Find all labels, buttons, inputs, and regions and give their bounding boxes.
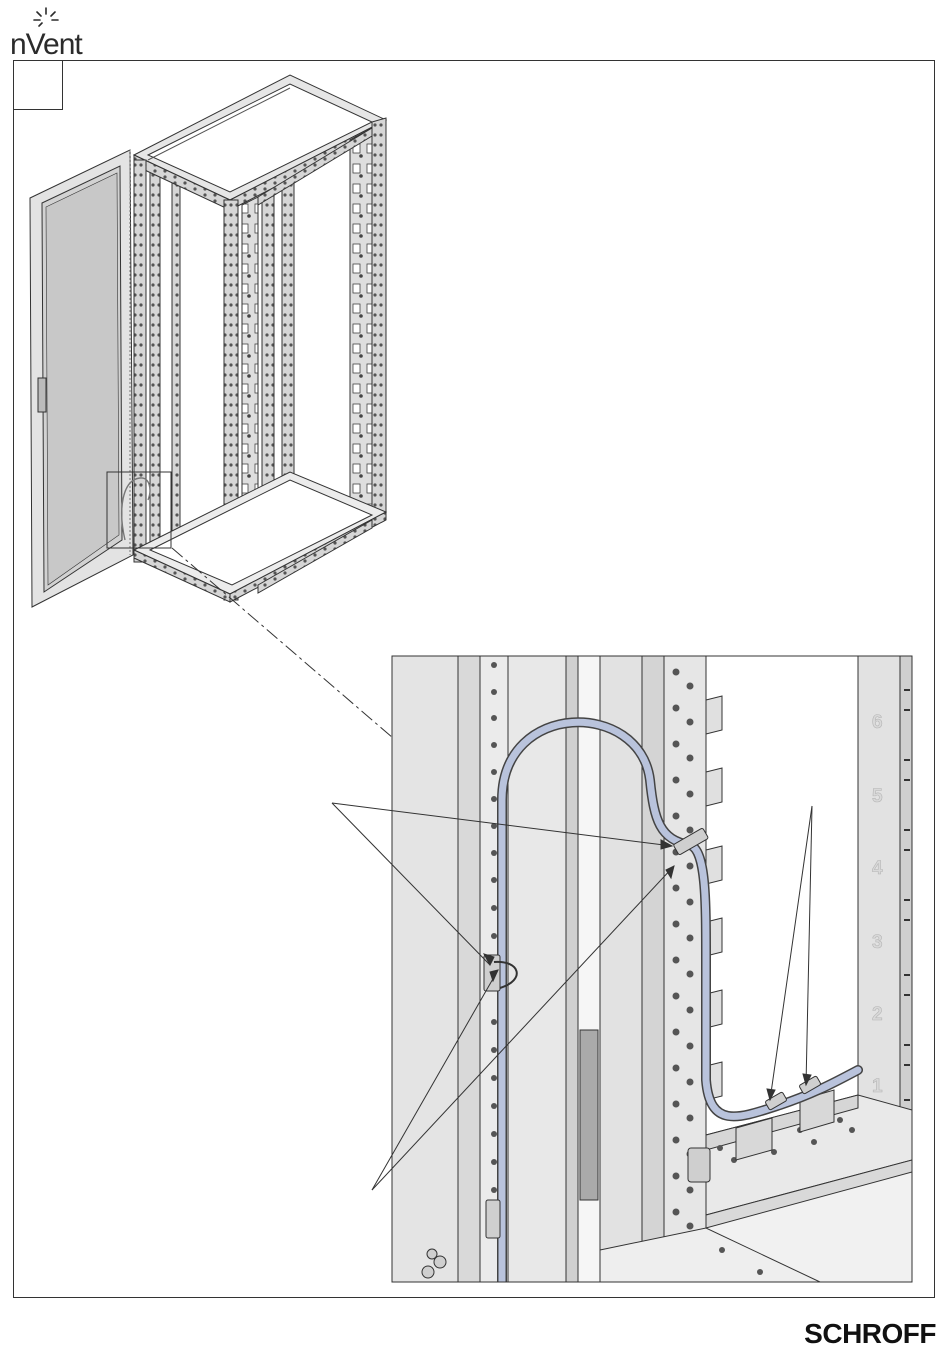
rack-unit-label: 2	[872, 1004, 883, 1025]
rack-unit-label: 5	[872, 786, 883, 807]
rack-unit-label: 6	[872, 712, 883, 733]
rack-unit-label: 4	[872, 858, 883, 879]
rack-unit-label: 3	[872, 932, 883, 953]
rack-unit-label: 1	[872, 1076, 883, 1097]
detail-view: 6 5 4 3 2 1	[392, 656, 912, 1282]
cabinet-overview	[30, 75, 386, 607]
brand-name: SCHROFF	[804, 1318, 936, 1350]
cabinet-door	[30, 150, 133, 607]
